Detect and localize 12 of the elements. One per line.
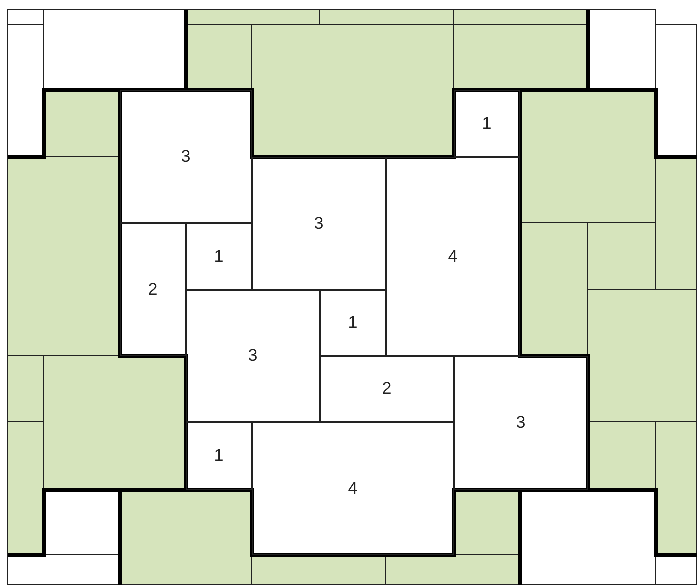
numbered-tile: 3 — [454, 356, 588, 490]
numbered-tile: 3 — [252, 157, 386, 290]
numbered-tile: 3 — [186, 290, 320, 422]
numbered-tile: 2 — [120, 223, 186, 356]
numbered-tile: 1 — [186, 223, 252, 290]
numbered-tile: 2 — [320, 356, 454, 422]
numbered-tile: 1 — [454, 90, 520, 157]
numbered-tile: 1 — [186, 422, 252, 490]
numbered-tile: 1 — [320, 290, 386, 356]
numbered-tile: 4 — [252, 422, 454, 555]
numbered-tile: 3 — [120, 90, 252, 223]
numbered-tile: 4 — [386, 157, 520, 356]
